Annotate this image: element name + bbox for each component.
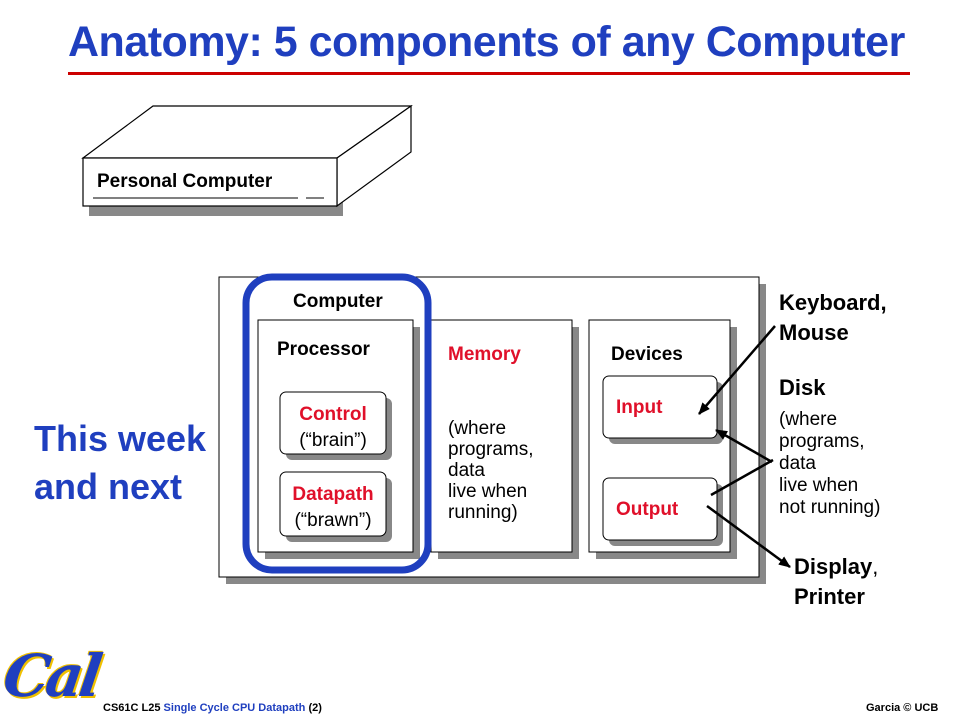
- output-to-disk-line: [710, 458, 774, 497]
- memory-line: (where: [448, 418, 507, 439]
- datapath-box: [279, 471, 392, 542]
- memory-line: data: [448, 460, 485, 481]
- disk-description: (where programs, data live when not runn…: [779, 409, 880, 519]
- memory-line: running): [448, 502, 518, 523]
- control-sub: (“brain”): [299, 430, 367, 451]
- datapath-sub: (“brawn”): [294, 510, 372, 531]
- memory-description: (where programs, data live when running): [448, 418, 534, 523]
- disk-line: (where: [779, 409, 838, 430]
- disk-line: programs,: [779, 431, 865, 452]
- this-week-line: This week: [34, 418, 207, 459]
- input-label: Input: [616, 397, 663, 418]
- display-comma: ,: [872, 554, 879, 579]
- memory-line: live when: [448, 481, 528, 502]
- keyboard-mouse-label: Keyboard, Mouse: [779, 288, 887, 348]
- output-label: Output: [616, 499, 679, 520]
- control-box: [279, 391, 392, 460]
- keyboard-line: Mouse: [779, 320, 849, 345]
- disk-line: live when: [779, 475, 859, 496]
- computer-label: Computer: [293, 291, 383, 312]
- display-printer-label: Display, Printer: [794, 552, 878, 612]
- output-to-display-arrow: [706, 504, 791, 569]
- footer-page: (2): [308, 702, 322, 714]
- memory-line: programs,: [448, 439, 534, 460]
- disk-to-input-arrow: [715, 428, 773, 464]
- control-label: Control: [299, 404, 367, 425]
- input-box: [602, 375, 723, 444]
- output-box: [602, 477, 723, 546]
- title-underline: [68, 72, 910, 75]
- this-week-callout: This week and next: [34, 415, 206, 511]
- processor-label: Processor: [277, 339, 370, 360]
- keyboard-to-input-arrow: [698, 325, 776, 415]
- display-word: Display: [794, 554, 873, 579]
- memory-label: Memory: [448, 344, 521, 365]
- datapath-label: Datapath: [292, 484, 374, 505]
- this-week-line: and next: [34, 466, 183, 507]
- personal-computer-box: [81, 104, 413, 216]
- keyboard-line: Keyboard,: [779, 290, 887, 315]
- disk-label: Disk: [779, 375, 826, 400]
- disk-line: not running): [779, 497, 881, 518]
- footer-credit: Garcia © UCB: [866, 702, 939, 714]
- processor-highlight: [242, 273, 432, 574]
- memory-box: [430, 319, 579, 559]
- footer-left: CS61C L25 Single Cycle CPU Datapath (2): [103, 702, 322, 714]
- devices-label: Devices: [611, 344, 683, 365]
- printer-word: Printer: [794, 584, 865, 609]
- footer-course: CS61C L25: [103, 702, 161, 714]
- cal-logo: Cal: [0, 642, 103, 710]
- footer-topic: Single Cycle CPU Datapath: [163, 702, 306, 714]
- slide-title: Anatomy: 5 components of any Computer: [68, 18, 905, 66]
- personal-computer-label: Personal Computer: [97, 171, 273, 192]
- disk-line: data: [779, 453, 816, 474]
